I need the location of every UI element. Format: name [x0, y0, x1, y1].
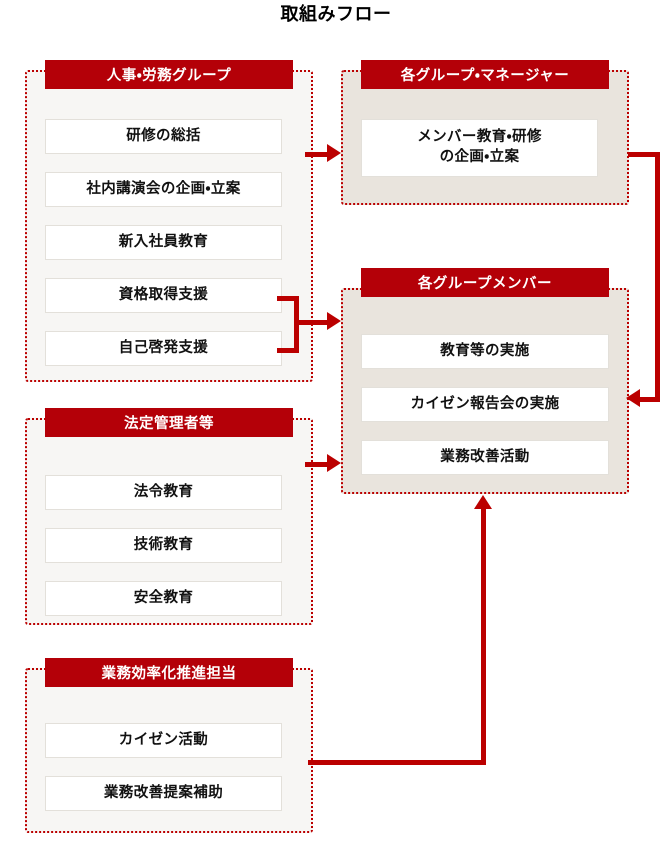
item-hr-2: 社内講演会の企画・立案: [45, 172, 282, 207]
panel-header-hr-labor-group: 人事・労務グループ: [45, 60, 293, 89]
connector-efficiency-to-members-v: [481, 508, 486, 765]
connector-managers-loop-top: [628, 152, 660, 157]
item-efficiency-1: カイゼン活動: [45, 723, 282, 758]
item-hr-1: 研修の総括: [45, 119, 282, 154]
item-hr-4: 資格取得支援: [45, 278, 282, 313]
item-member-2: カイゼン報告会の実施: [361, 387, 609, 422]
panel-header-group-managers: 各グループ・マネージャー: [361, 60, 609, 89]
connector-managers-loop-bottom: [640, 397, 660, 402]
item-hr-5: 自己啓発支援: [45, 331, 282, 366]
panel-header-efficiency-officer: 業務効率化推進担当: [45, 658, 293, 687]
item-member-1: 教育等の実施: [361, 334, 609, 369]
connector-efficiency-to-members-h: [308, 760, 485, 765]
page-title: 取組みフロー: [280, 4, 392, 25]
connector-hr-support-line: [294, 320, 331, 325]
panel-header-group-members: 各グループメンバー: [361, 268, 609, 297]
connector-managers-loop-side: [655, 152, 660, 402]
connector-efficiency-to-members-arrow: [474, 495, 492, 509]
item-manager-1: メンバー教育・研修の企画・立案: [361, 119, 598, 177]
item-hr-3: 新入社員教育: [45, 225, 282, 260]
connector-managers-loop-arrow: [626, 389, 640, 407]
connector-hr-support-stub-bottom: [277, 348, 299, 353]
item-statutory-2: 技術教育: [45, 528, 282, 563]
connector-statutory-to-members-line: [305, 462, 331, 467]
connector-hr-support-arrow: [327, 312, 341, 330]
item-member-3: 業務改善活動: [361, 440, 609, 475]
connector-hr-support-stub-top: [277, 296, 299, 301]
connector-statutory-to-members-arrow: [327, 454, 341, 472]
item-statutory-1: 法令教育: [45, 475, 282, 510]
item-efficiency-2: 業務改善提案補助: [45, 776, 282, 811]
panel-header-statutory-managers: 法定管理者等: [45, 408, 293, 437]
connector-hr-to-managers-line: [305, 152, 331, 157]
item-statutory-3: 安全教育: [45, 581, 282, 616]
connector-hr-to-managers-arrow: [327, 144, 341, 162]
